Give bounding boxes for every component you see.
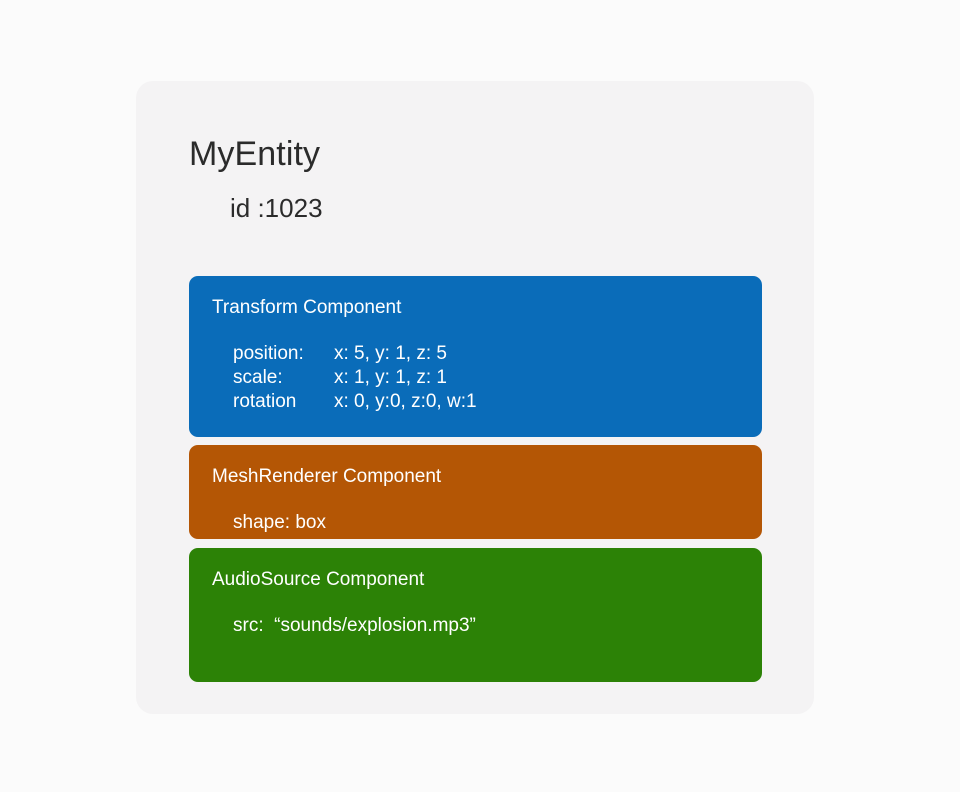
property-key-rotation: rotation [233, 391, 297, 412]
property-row-position: position: x: 5, y: 1, z: 5 [233, 342, 477, 366]
component-title-audiosource: AudioSource Component [212, 569, 425, 590]
property-value-rotation: x: 0, y:0, z:0, w:1 [334, 391, 477, 412]
entity-id: id :1023 [230, 193, 323, 223]
property-row-rotation: rotation x: 0, y:0, z:0, w:1 [233, 390, 477, 414]
component-title-transform: Transform Component [212, 297, 402, 318]
property-row-shape: shape: box [233, 512, 326, 533]
property-row-scale: scale: x: 1, y: 1, z: 1 [233, 366, 477, 390]
component-block-audiosource[interactable]: AudioSource Component src: “sounds/explo… [189, 548, 762, 682]
component-properties-meshrenderer: shape: box [233, 511, 326, 535]
entity-card: MyEntity id :1023 Transform Component po… [136, 81, 814, 714]
component-properties-transform: position: x: 5, y: 1, z: 5 scale: x: 1, … [233, 342, 477, 414]
property-key-position: position: [233, 343, 304, 364]
component-block-meshrenderer[interactable]: MeshRenderer Component shape: box [189, 445, 762, 539]
property-value-position: x: 5, y: 1, z: 5 [334, 343, 447, 364]
component-block-transform[interactable]: Transform Component position: x: 5, y: 1… [189, 276, 762, 437]
property-key-scale: scale: [233, 367, 283, 388]
entity-name: MyEntity [189, 135, 321, 173]
component-title-meshrenderer: MeshRenderer Component [212, 466, 442, 487]
property-row-src: src: “sounds/explosion.mp3” [233, 615, 476, 636]
property-value-scale: x: 1, y: 1, z: 1 [334, 367, 447, 388]
component-properties-audiosource: src: “sounds/explosion.mp3” [233, 614, 476, 638]
